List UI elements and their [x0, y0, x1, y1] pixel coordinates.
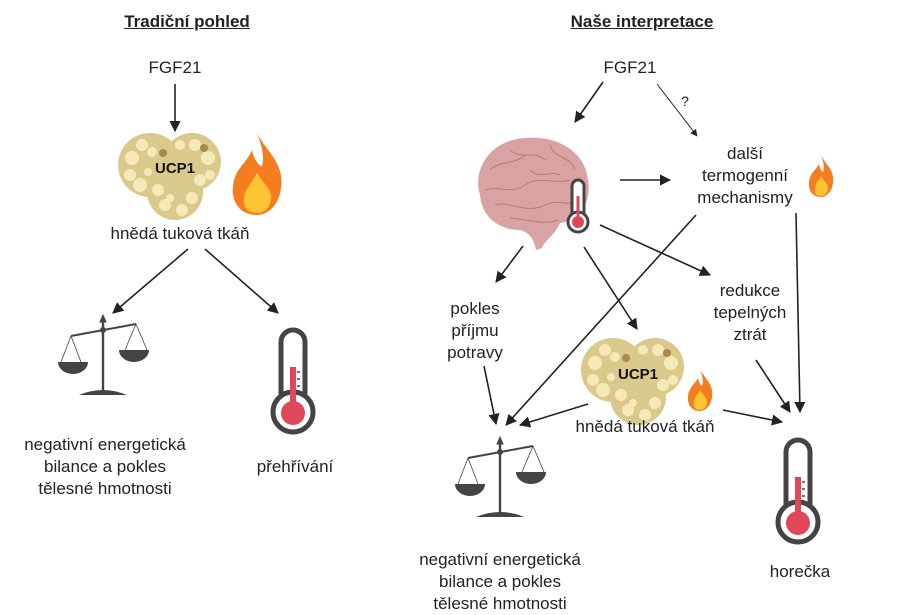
arrow-bat-to-balance — [112, 248, 189, 314]
fgf21-label-right: FGF21 — [603, 58, 657, 77]
heat-loss-line-3: ztrát — [733, 325, 767, 344]
brown-fat-icon-right — [581, 338, 684, 425]
energy-balance-label-right: negativní energetická bilance a pokles t… — [395, 549, 605, 615]
arrow-fgf21-to-other-mechanisms — [656, 83, 698, 137]
scale-icon — [58, 313, 149, 395]
thermometer-icon — [270, 327, 316, 435]
energy-balance-line-3: tělesné hmotnosti — [38, 479, 172, 498]
energy-balance-right-line-2: bilance a pokles — [439, 572, 561, 591]
energy-balance-right-line-1: negativní energetická — [419, 550, 581, 569]
bat-label-right: hnědá tuková tkáň — [575, 417, 715, 436]
fgf21-label: FGF21 — [148, 58, 202, 77]
arrow-brain-to-bat — [583, 246, 638, 330]
arrow-bat-to-fever — [722, 409, 784, 426]
arrow-heat-loss-to-fever — [755, 359, 791, 413]
flame-icon — [232, 133, 282, 215]
ucp1-label: UCP1 — [154, 160, 195, 177]
food-intake-line-3: potravy — [447, 343, 503, 362]
food-intake-line-1: pokles — [450, 299, 500, 318]
energy-balance-line-1: negativní energetická — [24, 435, 186, 454]
arrow-mechanisms-to-fever — [794, 212, 806, 414]
other-mechanisms-line-2: termogenní — [702, 166, 788, 185]
arrow-fgf21-to-brain — [574, 81, 604, 123]
flame-icon-mechanisms — [808, 155, 834, 197]
scale-icon-right — [455, 435, 546, 517]
food-intake-label: pokles příjmu potravy — [435, 298, 515, 364]
food-intake-line-2: příjmu — [451, 321, 499, 340]
brown-fat-icon — [118, 133, 221, 220]
other-mechanisms-label: další termogenní mechanismy — [680, 143, 810, 209]
arrow-brain-to-food-intake — [495, 245, 524, 283]
overheating-label: přehřívání — [256, 457, 334, 476]
left-panel-title: Tradiční pohled — [124, 12, 250, 31]
arrow-food-intake-to-balance — [483, 365, 500, 426]
energy-balance-label: negativní energetická bilance a pokles t… — [0, 434, 210, 500]
arrow-brain-to-heat-loss — [599, 224, 712, 276]
energy-balance-line-2: bilance a pokles — [44, 457, 166, 476]
heat-loss-line-2: tepelných — [713, 303, 787, 322]
diagram-graphics — [58, 81, 834, 545]
bat-label: hnědá tuková tkáň — [110, 224, 250, 243]
heat-loss-line-1: redukce — [719, 281, 781, 300]
brain-icon — [478, 137, 589, 250]
energy-balance-right-line-3: tělesné hmotnosti — [433, 594, 567, 613]
question-mark: ? — [681, 93, 689, 109]
thermometer-icon-fever — [775, 437, 821, 545]
other-mechanisms-line-3: mechanismy — [697, 188, 793, 207]
flame-icon-bat-right — [687, 369, 713, 411]
arrow-bat-to-overheating — [204, 248, 279, 314]
arrow-bat-to-balance-right — [518, 403, 589, 428]
right-panel-title: Naše interpretace — [570, 12, 714, 31]
fever-label: horečka — [769, 562, 831, 581]
other-mechanisms-line-1: další — [727, 144, 763, 163]
brain-thermometer-icon — [566, 178, 590, 234]
arrow-mechanisms-to-balance — [505, 214, 697, 426]
ucp1-label-right: UCP1 — [617, 366, 658, 383]
heat-loss-label: redukce tepelných ztrát — [695, 280, 805, 346]
